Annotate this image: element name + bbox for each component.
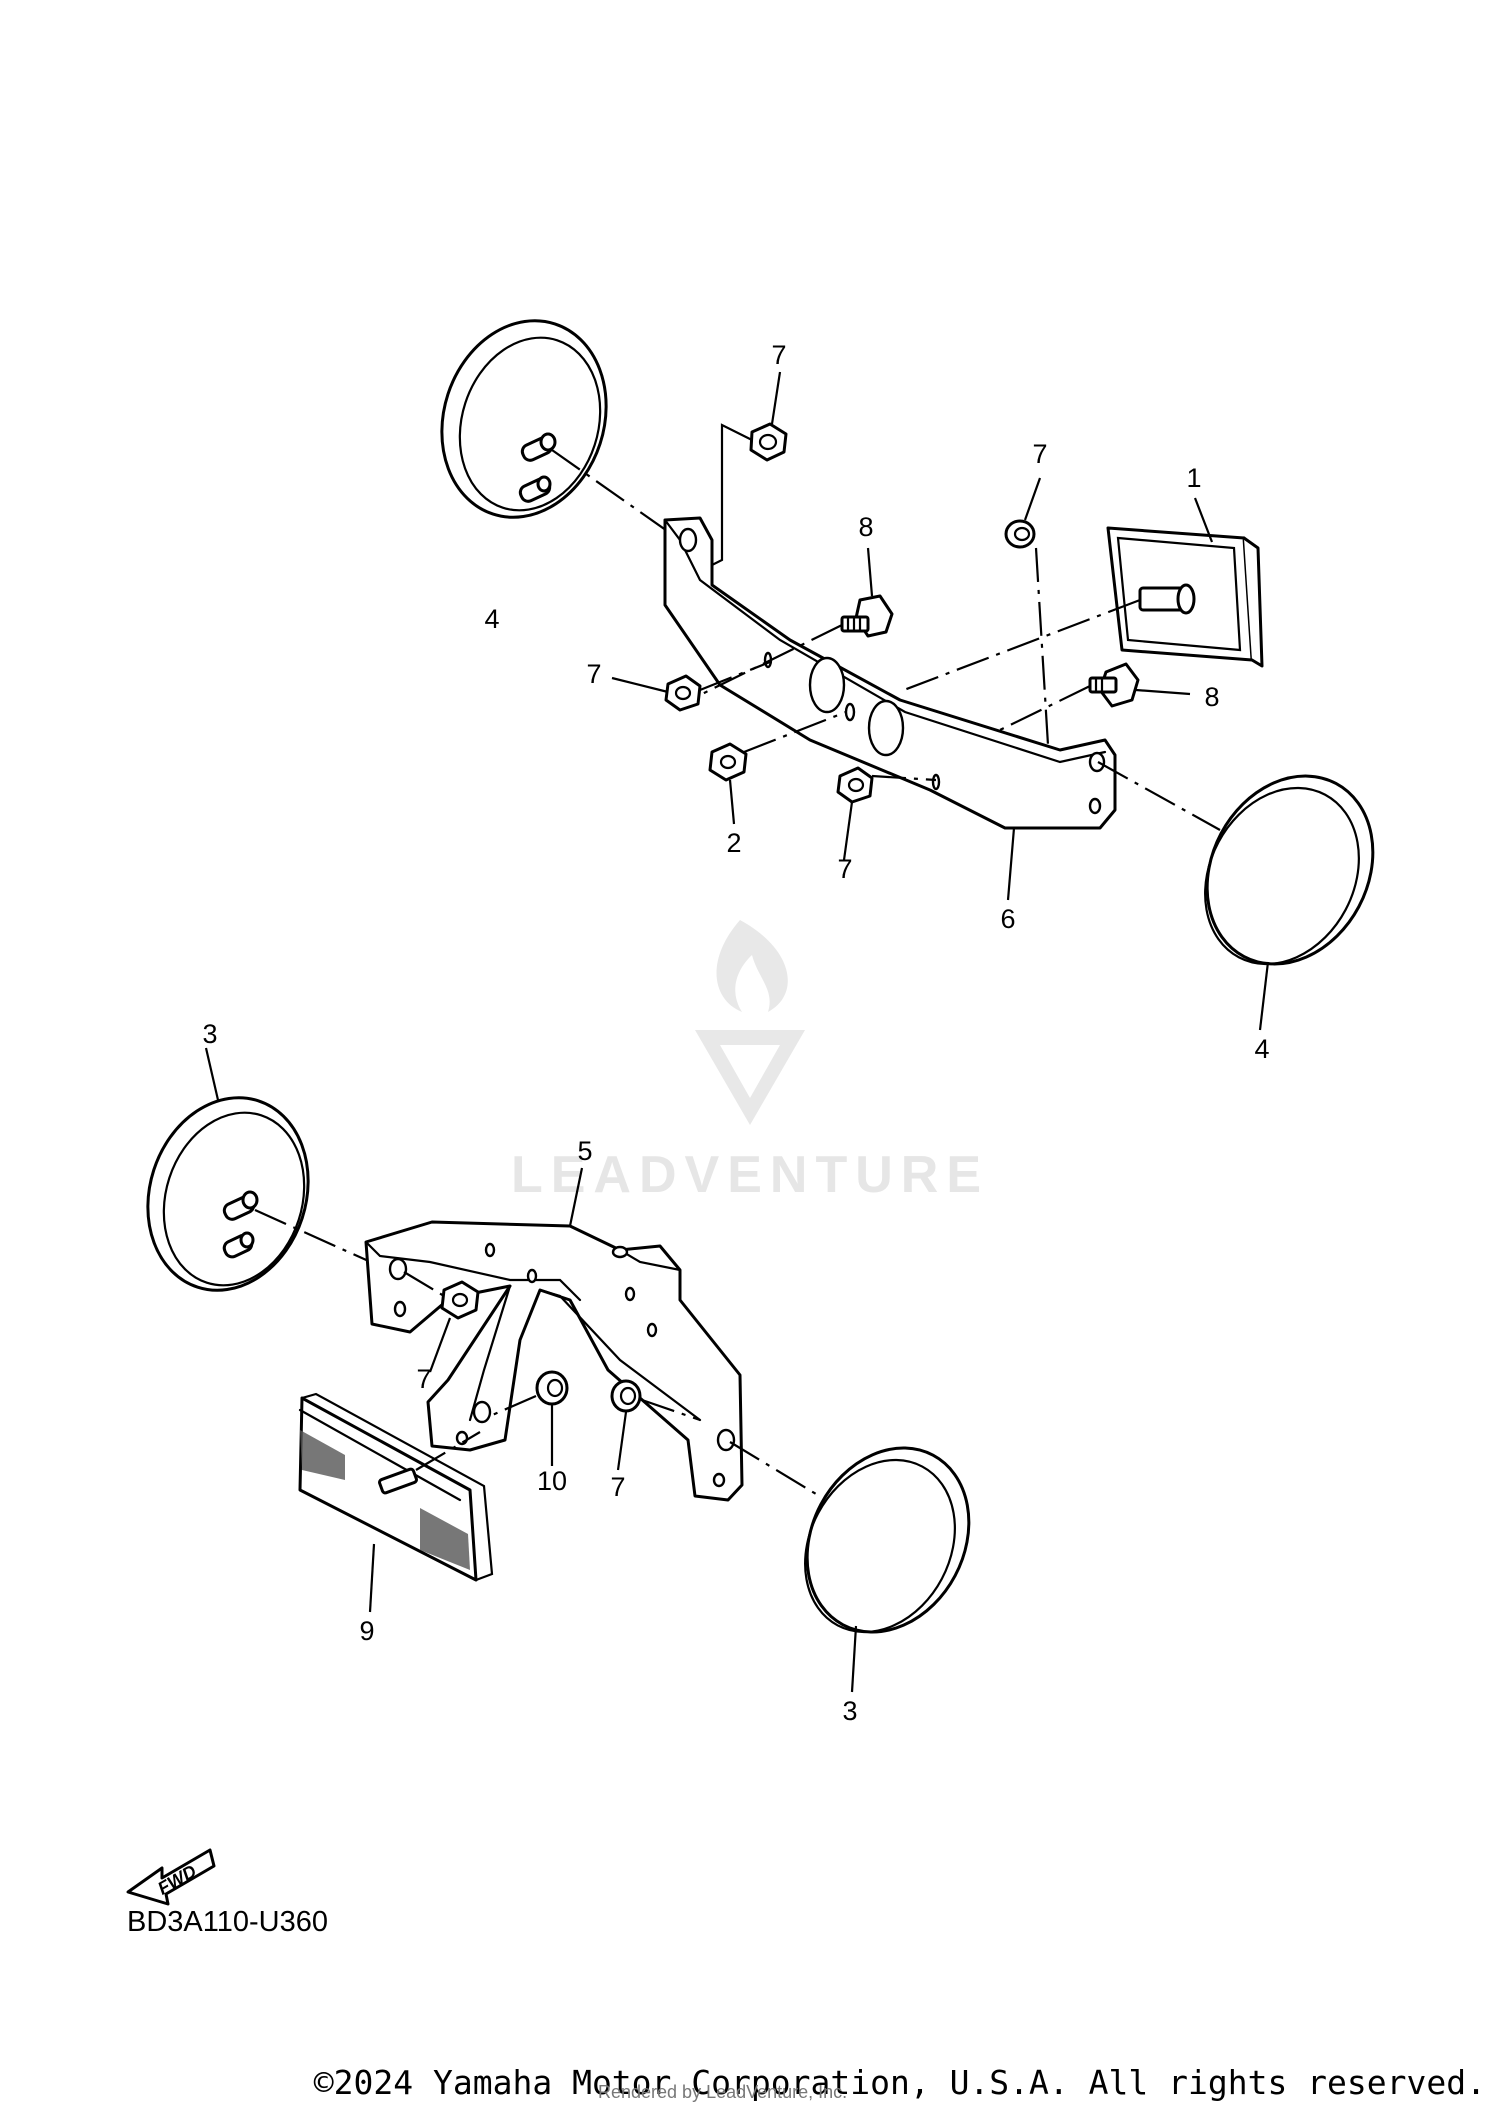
callout-lower-nut-right: 7: [610, 1472, 625, 1502]
lower-nut-left: [428, 1280, 480, 1373]
callout-lower-washer: 10: [537, 1466, 567, 1496]
callout-lower-bracket: 5: [577, 1136, 592, 1166]
callout-upper-reflector-right: 4: [1254, 1034, 1269, 1064]
watermark-text: LEADVENTURE: [511, 1146, 989, 1204]
lower-left-reflector: [146, 1047, 310, 1292]
upper-left-reflector: [440, 319, 608, 519]
leadventure-watermark: LEADVENTURE: [511, 920, 989, 1204]
upper-bolt-right: [1088, 662, 1191, 708]
callout-upper-reflector-left: 4: [484, 604, 499, 634]
lower-nut-right: [610, 1379, 642, 1471]
callout-upper-rect-reflector: 1: [1186, 463, 1201, 493]
lower-right-reflector: [804, 1446, 971, 1693]
diagram-code: BD3A110-U360: [127, 1906, 328, 1938]
upper-bolt-top: [840, 547, 894, 638]
callout-upper-bolt-right: 8: [1204, 682, 1219, 712]
upper-bracket: [663, 516, 1117, 830]
callout-lower-reflector-left: 3: [202, 1019, 217, 1049]
upper-nut-top: [711, 371, 788, 566]
callout-upper-nut-right: 7: [1032, 439, 1047, 469]
upper-rect-reflector: [1106, 497, 1264, 668]
callout-upper-nut-top: 7: [771, 340, 786, 370]
upper-right-reflector: [1204, 774, 1375, 1031]
lower-bracket: [364, 1167, 744, 1502]
callout-upper-nut-left: 7: [586, 659, 601, 689]
callout-upper-nut-special: 2: [726, 828, 741, 858]
fwd-arrow-icon: FWD: [126, 1848, 216, 1906]
callout-upper-bracket: 6: [1000, 904, 1015, 934]
upper-nut-left: [611, 674, 702, 712]
copyright-text: ©2024 Yamaha Motor Corporation, U.S.A. A…: [313, 2063, 1486, 2102]
upper-nut-bottom: [836, 766, 874, 861]
callout-lower-reflector-right: 3: [842, 1696, 857, 1726]
lower-washer: [535, 1370, 569, 1466]
upper-nut-right: [1004, 477, 1050, 746]
callout-upper-bolt-top: 8: [858, 512, 873, 542]
rendered-by-text: Rendered by LeadVenture, Inc.: [598, 2082, 848, 2102]
callout-upper-nut-bottom: 7: [837, 854, 852, 884]
fwd-label: FWD: [154, 1861, 199, 1899]
callout-lower-rect-reflector: 9: [359, 1616, 374, 1646]
lower-rect-reflector: [298, 1392, 494, 1613]
upper-nut-special: [708, 742, 748, 825]
callout-lower-nut-left: 7: [416, 1364, 431, 1394]
